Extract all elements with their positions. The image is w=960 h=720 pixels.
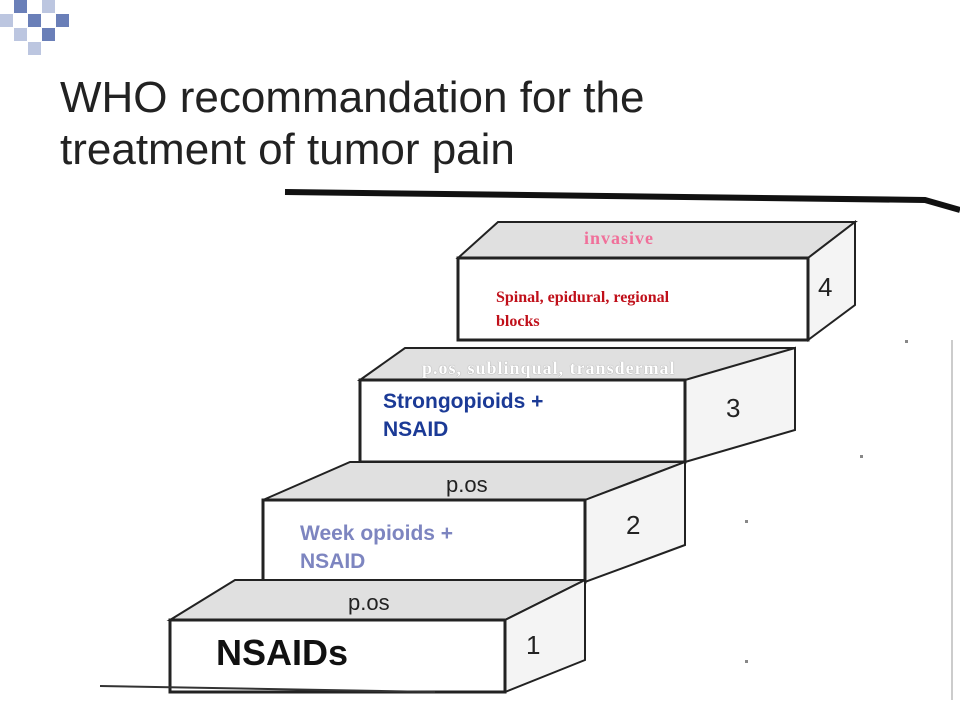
step-1-route-label: p.os xyxy=(348,590,390,615)
corner-square xyxy=(42,28,55,41)
step-4-top xyxy=(455,221,858,259)
step-4-treatment-line-2: blocks xyxy=(496,313,540,330)
step-4-treatment-label: Spinal, epidural, regional blocks xyxy=(496,286,669,334)
corner-square xyxy=(14,28,27,41)
corner-square xyxy=(42,0,55,13)
step-number: 4 xyxy=(818,272,833,302)
title-line-1: WHO recommandation for the xyxy=(60,73,645,122)
floor-line xyxy=(99,685,436,693)
step-1-treatment-label: NSAIDs xyxy=(216,632,349,673)
title-underline xyxy=(284,189,960,213)
step-3-treatment-line-2: NSAID xyxy=(383,418,449,441)
step-2-treatment-line-2: NSAID xyxy=(300,550,366,573)
step-2-front xyxy=(261,498,587,584)
step-2-treatment-label: Week opioids + NSAID xyxy=(300,520,453,576)
corner-square xyxy=(0,14,13,27)
step-3-treatment-line-1: Strongopioids + xyxy=(383,390,544,413)
step-4-route-label: invasive xyxy=(584,228,655,248)
step-number: 2 xyxy=(626,510,641,540)
corner-square xyxy=(14,0,27,13)
step-4-front xyxy=(456,256,810,342)
title-line-2: treatment of tumor pain xyxy=(60,125,515,174)
step-3-route-label: p.os, sublinqual, transdermal xyxy=(422,358,676,378)
corner-decoration xyxy=(0,0,80,56)
slide-title: WHO recommandation for the treatment of … xyxy=(60,72,920,176)
corner-square xyxy=(56,14,69,27)
step-3-front xyxy=(358,378,687,464)
corner-square xyxy=(28,14,41,27)
scan-marks xyxy=(745,340,908,663)
step-number: 3 xyxy=(726,393,741,423)
step-4-treatment-line-1: Spinal, epidural, regional xyxy=(496,289,670,306)
step-2-treatment-line-1: Week opioids + xyxy=(300,522,454,545)
corner-square xyxy=(28,42,41,55)
step-1-front xyxy=(168,618,507,694)
step-2-route-label: p.os xyxy=(446,472,488,497)
step-number: 1 xyxy=(526,630,541,660)
step-3-treatment-label: Strongopioids + NSAID xyxy=(383,388,543,444)
